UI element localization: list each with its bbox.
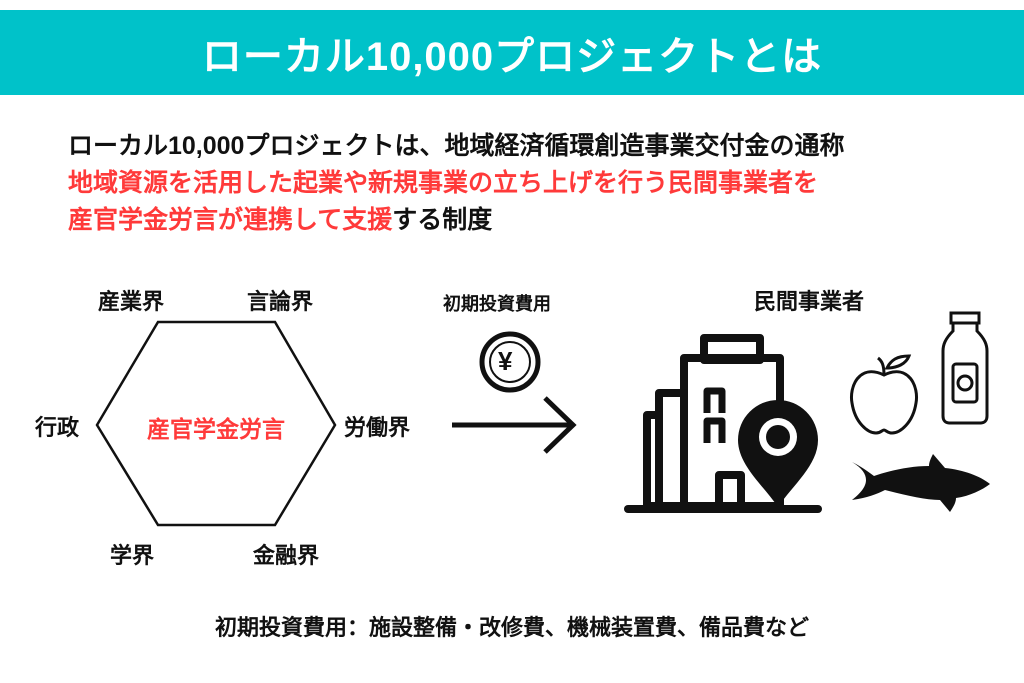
yen-coin-icon (479, 331, 541, 393)
apple-icon (849, 354, 919, 435)
sector-bottom-right: 金融界 (253, 543, 320, 568)
intro-line-1: ローカル10,000プロジェクトは、地域経済循環創造事業交付金の通称 (68, 132, 845, 160)
fish-icon (852, 454, 990, 512)
arrow-icon (452, 396, 577, 454)
yen-symbol: ¥ (498, 346, 513, 376)
intro-text: ローカル10,000プロジェクトは、地域経済循環創造事業交付金の通称 地域資源を… (68, 128, 844, 239)
recipient-label: 民間事業者 (754, 289, 865, 314)
title-banner: ローカル10,000プロジェクトとは (0, 10, 1024, 95)
milk-bottle-icon (941, 311, 989, 425)
intro-line-3-highlight: 産官学金労言が連携して支援 (68, 206, 393, 234)
intro-line-3: 産官学金労言が連携して支援する制度 (68, 202, 844, 239)
footer-note: 初期投資費用：施設整備・改修費、機械装置費、備品費など (214, 615, 809, 640)
sector-top-right: 言論界 (247, 289, 314, 314)
sector-bottom-left: 学界 (110, 543, 155, 568)
intro-line-3-rest: する制度 (392, 206, 493, 234)
sector-left: 行政 (35, 415, 80, 440)
hexagon-center-label: 産官学金労言 (147, 416, 285, 442)
sector-top-left: 産業界 (98, 289, 165, 314)
fish-eye (976, 470, 980, 474)
map-pin-icon (738, 400, 818, 507)
flow-label: 初期投資費用 (443, 294, 551, 314)
intro-line-2: 地域資源を活用した起業や新規事業の立ち上げを行う民間事業者を (68, 169, 819, 197)
sector-right: 労働界 (344, 415, 411, 440)
page-title: ローカル10,000プロジェクトとは (201, 34, 823, 79)
hexagon (95, 320, 337, 527)
